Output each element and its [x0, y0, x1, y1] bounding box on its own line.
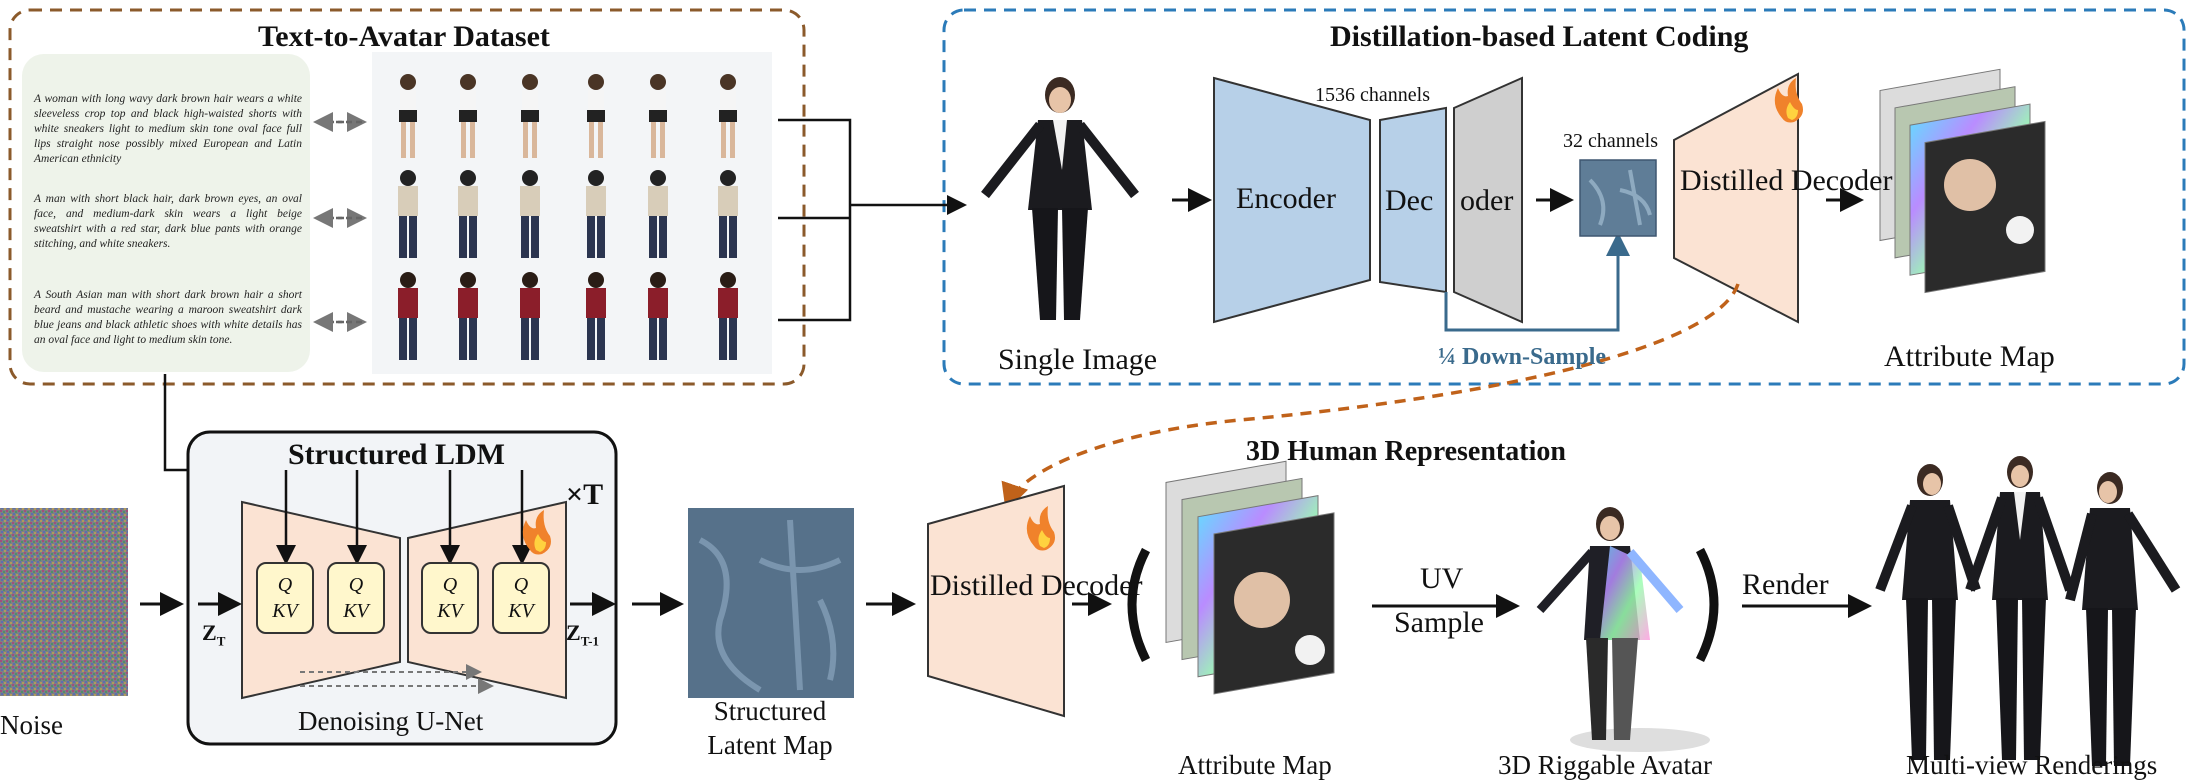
open-paren: [1127, 547, 1151, 663]
distilled-decoder-top-label: Distilled Decoder: [1680, 162, 1892, 200]
avatar-thumb: [587, 74, 605, 158]
attribute-map-stack-bottom: [1165, 460, 1335, 695]
distilled-decoder-top-shape: [1673, 72, 1799, 324]
caption-3: A South Asian man with short dark brown …: [34, 289, 302, 346]
noise-label: Noise: [0, 710, 63, 740]
flame-icon: [1774, 78, 1803, 123]
qkv-block-2: Q KV: [327, 562, 385, 634]
riggable-avatar-figure: [1536, 507, 1710, 752]
small-latent-tile: [1579, 159, 1657, 237]
distillation-frame: [942, 8, 2186, 386]
latent-map-line1: Structured: [713, 696, 827, 726]
attribute-map-stack-top: [1879, 68, 2046, 294]
downsample-label: ¼ Down-Sample: [1438, 344, 1607, 370]
qkv-kv: KV: [343, 600, 369, 622]
dataset-avatar-grid: [372, 52, 772, 374]
close-paren: [1695, 547, 1719, 663]
flame-icon: [522, 510, 551, 555]
attribute-map-top-label: Attribute Map: [1884, 340, 2055, 373]
avatar-thumb: [459, 74, 477, 158]
renderings-label: Multi-view Renderings: [1906, 750, 2158, 780]
latent-map-line2: Latent Map: [707, 730, 833, 760]
single-image-figure: [981, 77, 1139, 320]
condition-arrows: [276, 470, 532, 565]
avatar-thumb: [649, 74, 667, 158]
single-image-label: Single Image: [998, 343, 1158, 376]
captions-panel: A woman with long wavy dark brown hair w…: [22, 54, 310, 372]
avatar-thumb: [648, 272, 668, 360]
qkv-q: Q: [513, 574, 529, 596]
downsample-connector: [1444, 232, 1630, 332]
qkv-block-1: Q KV: [256, 562, 314, 634]
representation-title: 3D Human Representation: [1246, 436, 1566, 467]
dataset-frame: [8, 8, 806, 386]
attribute-map-bottom-label: Attribute Map: [1178, 750, 1332, 780]
avatar-thumb: [586, 170, 606, 258]
distilled-decoder-bottom-text: Distilled Decoder: [930, 569, 1143, 602]
z-t1-label: ZT-1: [566, 620, 599, 649]
z-t-label: ZT: [202, 620, 226, 649]
avatar-thumb: [718, 170, 738, 258]
latent-map-label: Structured Latent Map: [700, 694, 840, 762]
distilled-decoder-bottom-label: Distilled Decoder: [930, 566, 1142, 606]
avatar-thumb: [719, 74, 737, 158]
dataset-title: Text-to-Avatar Dataset: [258, 20, 550, 53]
caption-2: A man with short black hair, dark brown …: [34, 193, 302, 250]
distilled-decoder-top-text: Distilled Decoder: [1680, 164, 1893, 197]
distillation-title: Distillation-based Latent Coding: [1330, 20, 1749, 53]
uv-label: UV: [1420, 562, 1464, 595]
decoder-reuse-arrow: [1001, 283, 1740, 512]
avatar-thumb: [521, 74, 539, 158]
avatar-thumb: [586, 272, 606, 360]
noise-image: [0, 508, 128, 696]
structured-latent-map-image: [688, 508, 854, 698]
encoder-label: Encoder: [1236, 182, 1336, 215]
avatar-thumb: [458, 170, 478, 258]
qkv-kv: KV: [508, 600, 534, 622]
avatar-thumb: [520, 170, 540, 258]
decoder-right-shape: [1453, 76, 1523, 324]
qkv-kv: KV: [437, 600, 463, 622]
decoder-left-label: Dec: [1385, 184, 1434, 217]
avatar-thumb: [458, 272, 478, 360]
caption-1: A woman with long wavy dark brown hair w…: [34, 93, 302, 165]
avatar-thumb: [399, 74, 417, 158]
avatar-thumb: [398, 170, 418, 258]
qkv-q: Q: [277, 574, 293, 596]
avatar-thumb: [398, 272, 418, 360]
avatar-label: 3D Riggable Avatar: [1498, 750, 1712, 780]
flame-icon: [1026, 506, 1055, 551]
multiview-figures: [1875, 456, 2181, 766]
sample-label: Sample: [1394, 606, 1484, 639]
unet-label: Denoising U-Net: [298, 706, 484, 736]
dataset-link-arrows: [313, 112, 367, 332]
qkv-block-3: Q KV: [421, 562, 479, 634]
avatar-thumb: [718, 272, 738, 360]
skip-connections: [300, 664, 494, 694]
encoder-shape: [1213, 76, 1371, 324]
render-label: Render: [1742, 568, 1829, 601]
qkv-block-4: Q KV: [492, 562, 550, 634]
ldm-title: Structured LDM: [288, 438, 505, 471]
decoder-right-label: oder: [1460, 184, 1514, 217]
avatar-thumb: [648, 170, 668, 258]
avatar-thumb: [520, 272, 540, 360]
qkv-kv: KV: [272, 600, 298, 622]
qkv-q: Q: [348, 574, 364, 596]
times-t-label: ×T: [566, 478, 604, 511]
qkv-q: Q: [442, 574, 458, 596]
channels-32-label: 32 channels: [1563, 130, 1658, 152]
channels-1536-label: 1536 channels: [1315, 84, 1430, 106]
dataset-to-image-connector: [778, 118, 967, 322]
distilled-decoder-bottom-shape: [927, 484, 1065, 718]
